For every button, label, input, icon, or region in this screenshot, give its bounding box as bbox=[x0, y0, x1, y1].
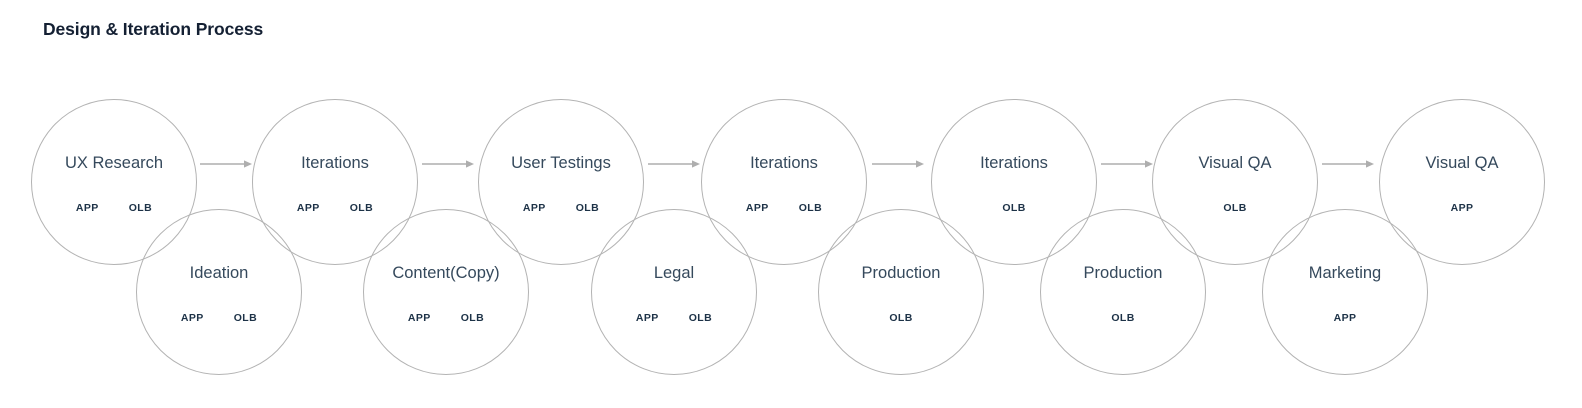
process-node-label: Content(Copy) bbox=[392, 264, 500, 282]
process-node-label: Iterations bbox=[750, 154, 818, 172]
process-node-tags: APP OLB bbox=[253, 202, 417, 214]
tag-app: APP bbox=[1450, 202, 1474, 214]
flow-arrow-1 bbox=[200, 159, 252, 169]
process-node-content-copy[interactable]: Content(Copy) APP OLB bbox=[363, 209, 529, 375]
process-node-tags: OLB bbox=[932, 202, 1096, 214]
process-node-tags: OLB bbox=[819, 312, 983, 324]
process-node-tags: APP OLB bbox=[702, 202, 866, 214]
flow-arrow-6 bbox=[1322, 159, 1374, 169]
tag-app: APP bbox=[296, 202, 320, 214]
process-node-label: Iterations bbox=[301, 154, 369, 172]
flow-arrow-3 bbox=[648, 159, 700, 169]
process-node-tags: APP OLB bbox=[137, 312, 301, 324]
process-node-tags: APP OLB bbox=[32, 202, 196, 214]
tag-olb: OLB bbox=[798, 202, 823, 214]
flow-arrow-5 bbox=[1101, 159, 1153, 169]
page-title: Design & Iteration Process bbox=[43, 19, 264, 39]
process-node-visual-qa[interactable]: Visual QA APP bbox=[1379, 99, 1545, 265]
process-node-label: Visual QA bbox=[1425, 154, 1499, 172]
tag-olb: OLB bbox=[688, 312, 713, 324]
process-node-tags: APP bbox=[1380, 202, 1544, 214]
tag-app: APP bbox=[75, 202, 99, 214]
tag-olb: OLB bbox=[349, 202, 374, 214]
process-node-tags: OLB bbox=[1041, 312, 1205, 324]
process-node-tags: APP OLB bbox=[479, 202, 643, 214]
process-node-visual-qa[interactable]: Visual QA OLB bbox=[1152, 99, 1318, 265]
tag-olb: OLB bbox=[128, 202, 153, 214]
process-node-label: User Testings bbox=[511, 154, 611, 172]
tag-app: APP bbox=[180, 312, 204, 324]
flow-arrow-4 bbox=[872, 159, 924, 169]
process-node-label: Marketing bbox=[1308, 264, 1382, 282]
process-node-label: UX Research bbox=[64, 154, 164, 172]
tag-olb: OLB bbox=[233, 312, 258, 324]
process-node-tags: APP OLB bbox=[592, 312, 756, 324]
tag-app: APP bbox=[635, 312, 659, 324]
tag-olb: OLB bbox=[1002, 202, 1026, 214]
tag-olb: OLB bbox=[575, 202, 600, 214]
tag-olb: OLB bbox=[1223, 202, 1247, 214]
flow-arrow-2 bbox=[422, 159, 474, 169]
process-node-label: Visual QA bbox=[1198, 154, 1272, 172]
tag-olb: OLB bbox=[1111, 312, 1135, 324]
process-node-tags: OLB bbox=[1153, 202, 1317, 214]
tag-app: APP bbox=[1333, 312, 1357, 324]
tag-app: APP bbox=[522, 202, 546, 214]
process-node-label: Legal bbox=[653, 264, 695, 282]
process-node-tags: APP bbox=[1263, 312, 1427, 324]
tag-olb: OLB bbox=[889, 312, 913, 324]
tag-app: APP bbox=[745, 202, 769, 214]
tag-app: APP bbox=[407, 312, 431, 324]
tag-olb: OLB bbox=[460, 312, 485, 324]
process-node-label: Production bbox=[861, 264, 941, 282]
process-node-label: Production bbox=[1083, 264, 1163, 282]
process-node-label: Iterations bbox=[980, 154, 1048, 172]
process-node-tags: APP OLB bbox=[364, 312, 528, 324]
process-node-label: Ideation bbox=[189, 264, 249, 282]
